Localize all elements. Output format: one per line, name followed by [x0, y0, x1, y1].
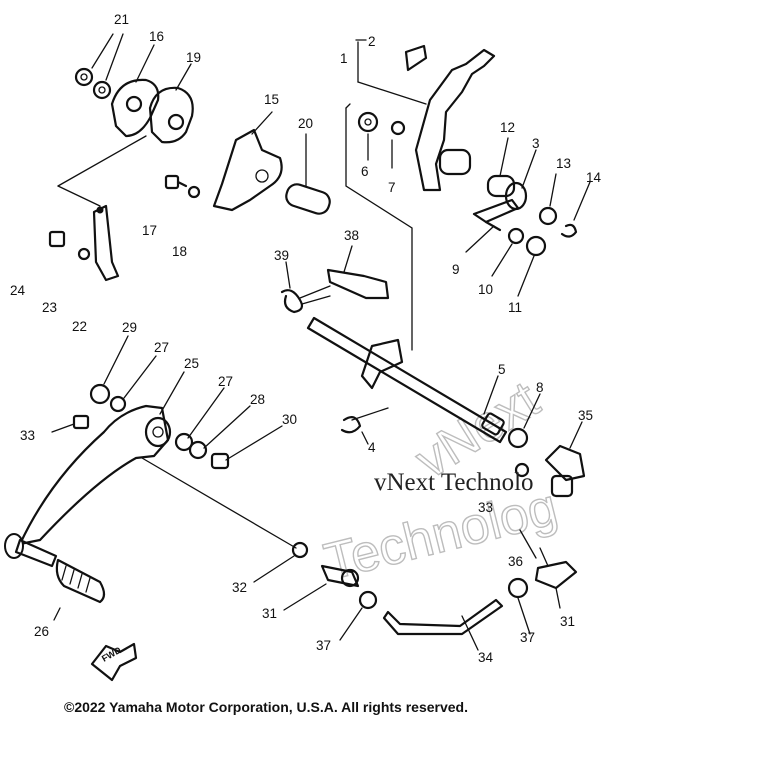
callout-18: 18 [172, 244, 187, 259]
callout-3: 3 [532, 136, 540, 151]
callout-27b: 27 [218, 374, 233, 389]
watermark-text: vNext Technolo [374, 469, 534, 496]
callout-8: 8 [536, 380, 544, 395]
callout-20: 20 [298, 116, 313, 131]
callout-15: 15 [264, 92, 279, 107]
callout-27a: 27 [154, 340, 169, 355]
callout-19: 19 [186, 50, 201, 65]
callout-labels: 21 16 19 15 20 17 18 24 23 22 1 2 6 7 12… [10, 12, 602, 665]
callout-34: 34 [478, 650, 494, 665]
callout-29: 29 [122, 320, 137, 335]
callout-4: 4 [368, 440, 376, 455]
callout-5: 5 [498, 362, 506, 377]
callout-36: 36 [508, 554, 523, 569]
callout-33a: 33 [20, 428, 35, 443]
callout-2: 2 [368, 34, 376, 49]
part-group-5-shaft [306, 316, 508, 444]
callout-7: 7 [388, 180, 396, 195]
callout-39: 39 [274, 248, 289, 263]
part-group-22-23-24 [48, 204, 120, 282]
callout-6: 6 [361, 164, 369, 179]
callout-11: 11 [508, 300, 522, 315]
callout-1: 1 [340, 51, 348, 66]
callout-21: 21 [114, 12, 129, 27]
part-group-15-17-18-20 [164, 111, 331, 215]
callout-26: 26 [34, 624, 49, 639]
fwd-arrow-icon: FWD [90, 642, 138, 682]
callout-10: 10 [478, 282, 493, 297]
copyright-notice: ©2022 Yamaha Motor Corporation, U.S.A. A… [64, 699, 468, 715]
callout-31a: 31 [262, 606, 277, 621]
fwd-label: FWD [100, 645, 123, 664]
callout-23: 23 [42, 300, 57, 315]
callout-31b: 31 [560, 614, 575, 629]
part-group-31-34-37 [253, 529, 578, 651]
callout-17: 17 [142, 223, 157, 238]
callout-30: 30 [282, 412, 297, 427]
callout-28: 28 [250, 392, 265, 407]
callout-25: 25 [184, 356, 199, 371]
callout-13: 13 [556, 156, 571, 171]
callout-35: 35 [578, 408, 593, 423]
callout-16: 16 [149, 29, 164, 44]
callout-9: 9 [452, 262, 460, 277]
callout-22: 22 [72, 319, 87, 334]
callout-33b: 33 [478, 500, 493, 515]
callout-32: 32 [232, 580, 247, 595]
part-group-1-2-3-6-7 [345, 39, 591, 351]
callout-24: 24 [10, 283, 26, 298]
part-group-38-39 [280, 245, 390, 314]
callout-38: 38 [344, 228, 359, 243]
callout-37b: 37 [520, 630, 535, 645]
callout-12: 12 [500, 120, 515, 135]
part-group-4-8-35 [340, 393, 586, 498]
callout-14: 14 [586, 170, 602, 185]
callout-37a: 37 [316, 638, 331, 653]
part-group-21-16-19 [57, 33, 194, 207]
part-group-25-26-pedal [4, 335, 297, 621]
